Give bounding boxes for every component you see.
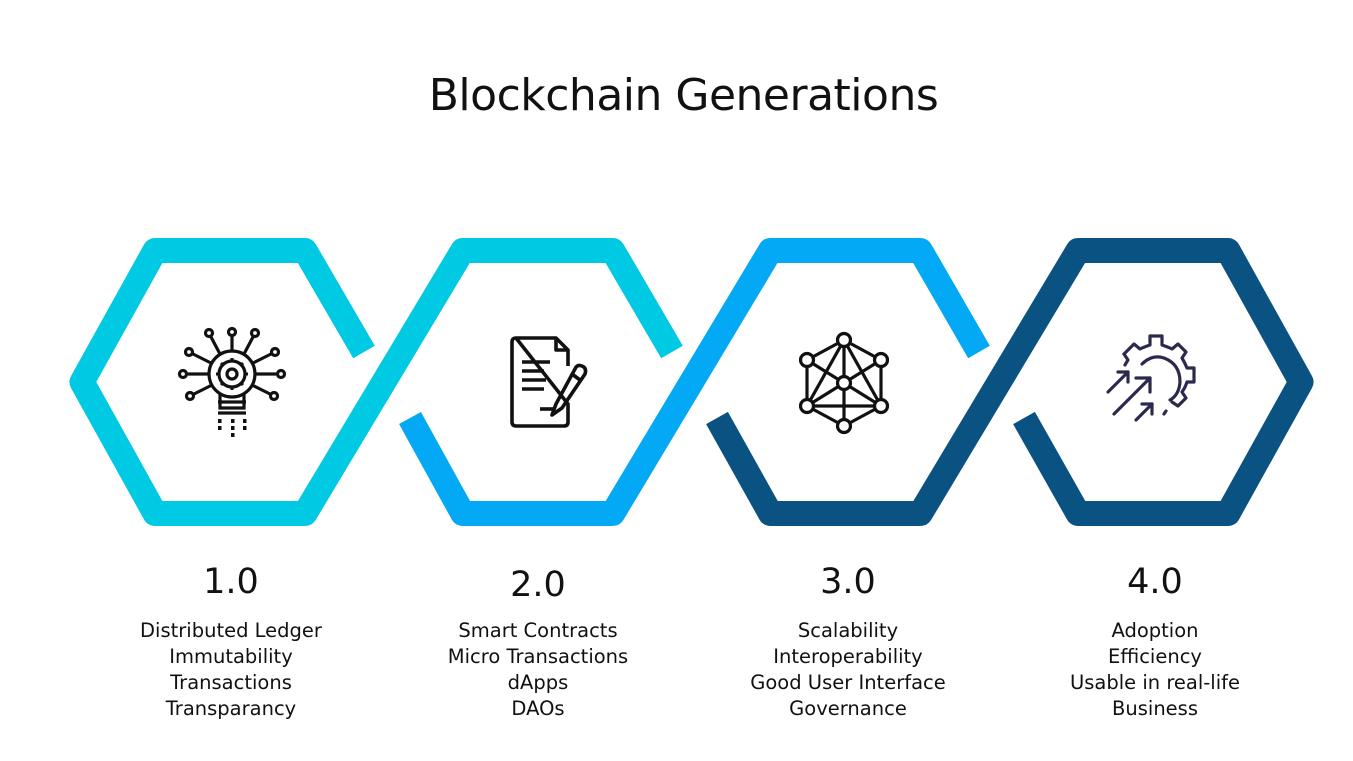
generation-2-card: 2.0 Smart Contracts Micro Transactions d… [408,563,668,722]
feature-item: Immutability [169,645,293,668]
feature-item: Micro Transactions [447,645,629,668]
lightbulb-gear-network-icon [177,326,287,437]
feature-item: dApps [507,671,569,694]
hexagon-3-4-segment [706,238,1314,526]
generation-1-card: 1.0 Distributed Ledger Immutability Tran… [101,560,361,722]
generation-4-card: 4.0 Adoption Efficiency Usable in real-l… [1025,560,1285,722]
hexagon-1-segment [69,238,683,526]
feature-item: Transactions [170,671,292,694]
hexagon-2-segment [399,238,990,526]
contract-pen-icon [510,336,588,428]
feature-item: Adoption [1111,619,1199,642]
generation-version: 4.0 [1127,562,1183,602]
feature-item: Usable in real-life [1069,671,1241,694]
feature-item: Scalability [797,619,899,642]
network-nodes-icon [799,331,890,435]
generation-version: 1.0 [203,562,259,602]
feature-item: Good User Interface [750,671,946,694]
feature-item: Governance [789,697,907,720]
generation-version: 3.0 [820,562,876,602]
feature-list: Scalability Interoperability Good User I… [718,618,978,722]
feature-item: Distributed Ledger [140,619,322,642]
page-title: Blockchain Generations [428,70,939,121]
feature-item: Business [1112,697,1198,720]
feature-item: Interoperability [773,645,923,668]
feature-list: Distributed Ledger Immutability Transact… [101,618,361,722]
feature-list: Smart Contracts Micro Transactions dApps… [408,618,668,722]
feature-item: Transparancy [165,697,297,720]
feature-list: Adoption Efficiency Usable in real-life … [1025,618,1285,722]
feature-item: DAOs [511,697,565,720]
gear-arrows-efficiency-icon [1106,334,1196,422]
generation-version: 2.0 [510,565,566,605]
generation-3-card: 3.0 Scalability Interoperability Good Us… [718,560,978,722]
feature-item: Efficiency [1108,645,1202,668]
feature-item: Smart Contracts [458,619,618,642]
